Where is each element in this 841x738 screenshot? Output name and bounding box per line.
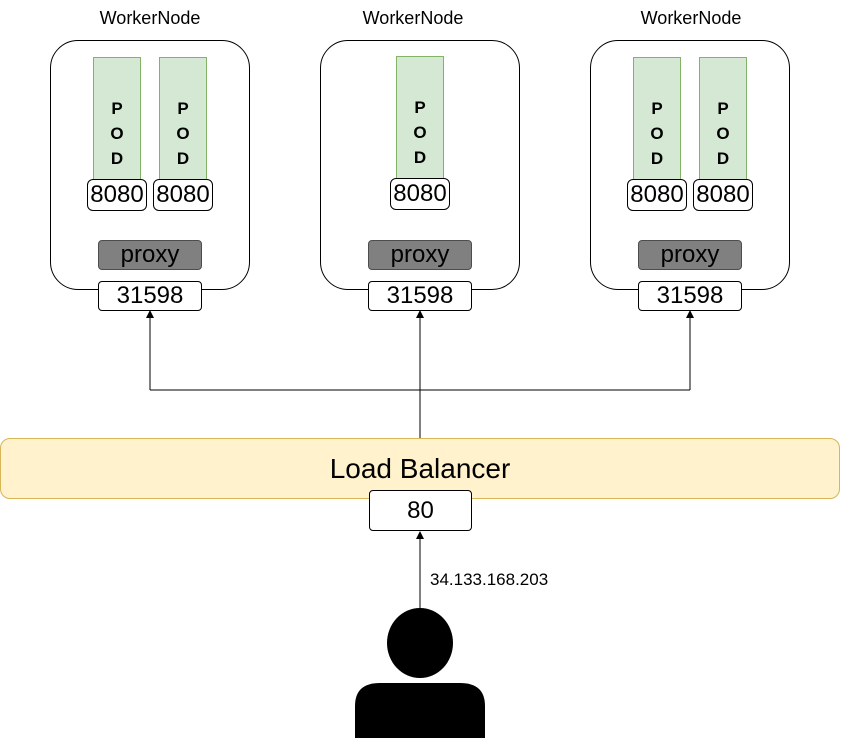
node-port: 31598 [98,281,202,311]
pod: P O D [396,56,444,180]
pod-letter: D [716,149,730,168]
worker-node-title: WorkerNode [362,8,464,28]
pod-letter: O [176,124,190,143]
pod-letter: P [717,99,729,118]
load-balancer-port: 80 [369,490,472,531]
pod: P O D [159,57,207,181]
pod-port: 8080 [153,179,213,211]
pod-port: 8080 [627,179,687,211]
pod: P O D [93,57,141,181]
user-icon [355,608,485,738]
client-ip-label: 34.133.168.203 [430,570,549,589]
pod-letter: D [650,149,664,168]
pod-letter: D [413,148,427,167]
load-balancer: Load Balancer [0,438,840,499]
pod: P O D [699,57,747,181]
pod-letter: D [110,149,124,168]
pod-letter: O [110,124,124,143]
node-port: 31598 [638,281,742,311]
pod-letter: P [414,98,426,117]
proxy-box: proxy [638,240,742,270]
pod: P O D [633,57,681,181]
pod-letter: O [716,124,730,143]
pod-port: 8080 [390,178,450,210]
pod-port: 8080 [87,179,147,211]
proxy-box: proxy [368,240,472,270]
pod-letter: P [111,99,123,118]
pod-letter: O [413,123,427,142]
pod-letter: D [176,149,190,168]
pod-letter: P [177,99,189,118]
worker-node-title: WorkerNode [99,8,201,28]
node-port: 31598 [368,281,472,311]
pod-port: 8080 [693,179,753,211]
pod-letter: O [650,124,664,143]
pod-letter: P [651,99,663,118]
proxy-box: proxy [98,240,202,270]
worker-node-title: WorkerNode [640,8,742,28]
